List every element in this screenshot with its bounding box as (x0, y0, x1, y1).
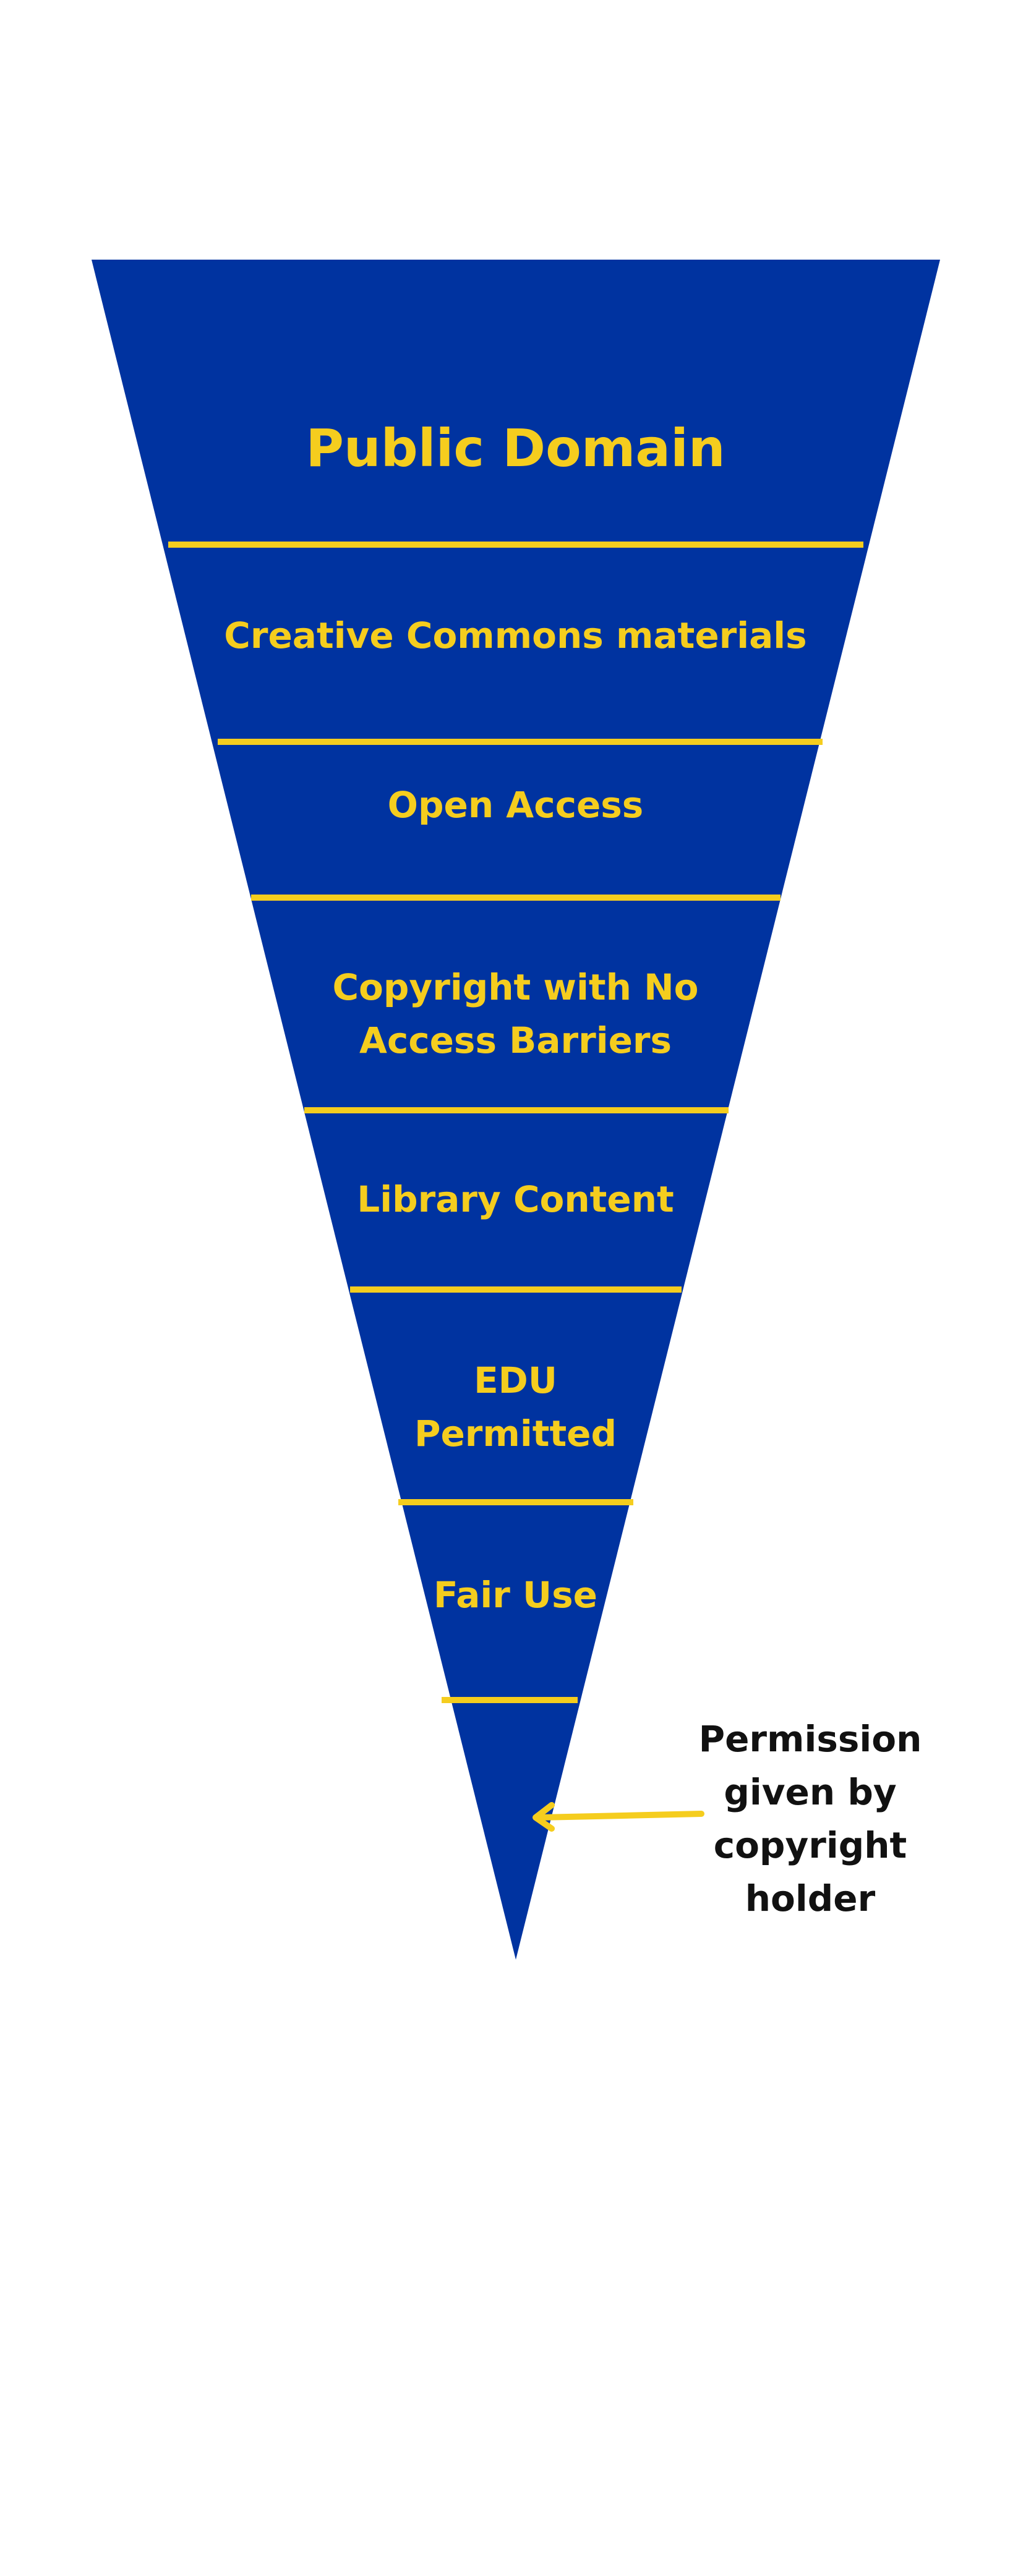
layer-label-open-access: Open Access (387, 784, 644, 826)
arrow-head (533, 1802, 555, 1832)
layer-label-creative-commons: Creative Commons materials (224, 614, 807, 657)
layer-label-public-domain: Public Domain (306, 418, 725, 478)
layer-label-edu-permitted: EDU Permitted (414, 1359, 617, 1455)
callout-permission-text: Permission given by copyright holder (698, 1718, 922, 1919)
layer-label-library-content: Library Content (357, 1178, 674, 1220)
layer-label-fair-use: Fair Use (434, 1574, 597, 1616)
left-arrow-icon (533, 1802, 704, 1832)
layer-label-copyright-no-barriers: Copyright with No Access Barriers (332, 966, 699, 1061)
arrow-shaft (536, 1811, 704, 1821)
